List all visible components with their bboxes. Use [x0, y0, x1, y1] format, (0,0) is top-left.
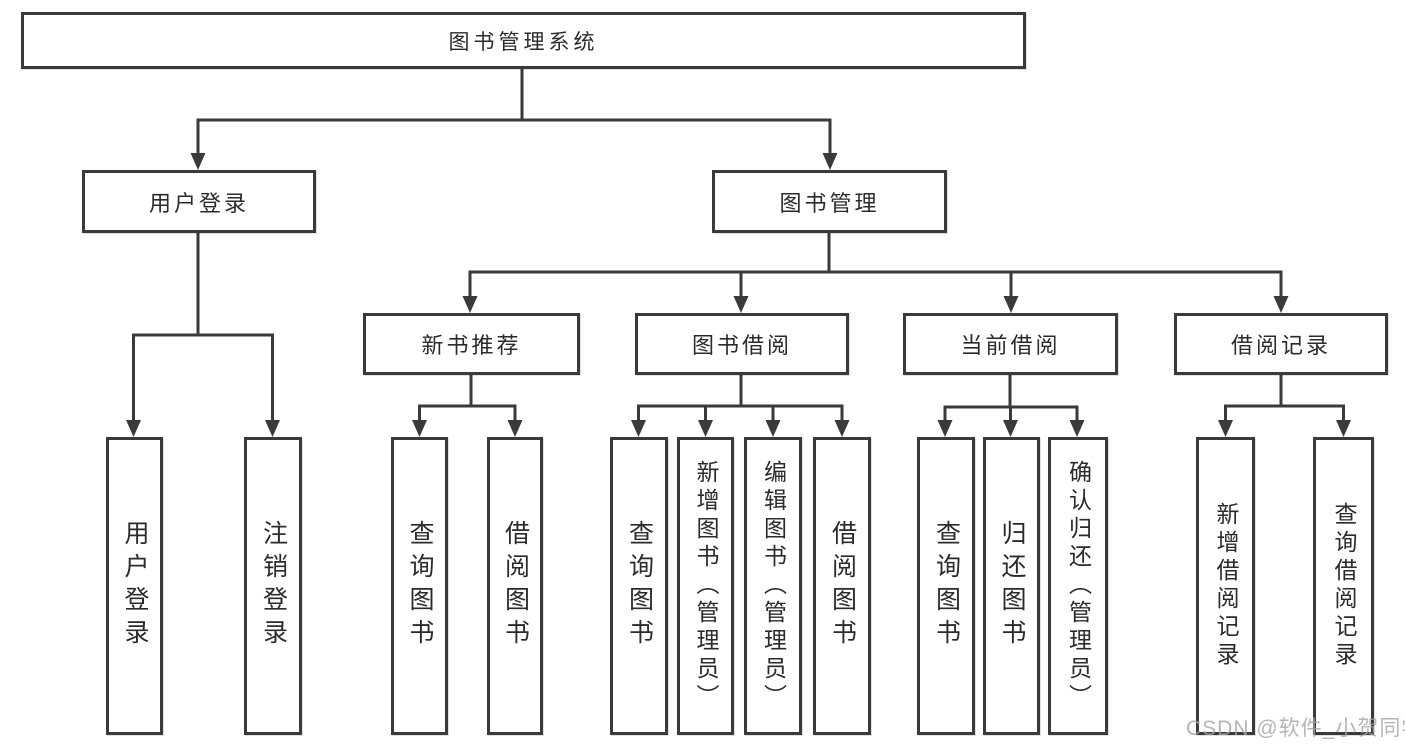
arrowhead — [937, 420, 953, 437]
arrowhead — [822, 153, 838, 170]
connector-root — [196, 69, 832, 156]
node-leaf-cb-return-books: 归还图书 — [983, 437, 1040, 735]
arrowhead — [1336, 420, 1351, 437]
node-system-root: 图书管理系统 — [21, 12, 1026, 69]
connector-current-borrow — [943, 375, 1079, 423]
node-leaf-bb-query-books: 查询图书 — [610, 437, 668, 735]
arrowhead — [507, 420, 523, 437]
node-leaf-nb-borrow-books: 借阅图书 — [487, 437, 543, 735]
arrowhead — [1218, 420, 1233, 437]
node-user-login: 用户登录 — [82, 170, 316, 233]
arrowhead — [190, 153, 206, 170]
arrowhead — [631, 420, 646, 437]
connector-user-login — [132, 232, 274, 423]
arrowheads — [126, 153, 1351, 437]
node-leaf-br-query-record: 查询借阅记录 — [1313, 437, 1374, 735]
node-new-book-recommend: 新书推荐 — [363, 313, 580, 375]
node-current-borrowing: 当前借阅 — [903, 313, 1118, 375]
connector-book-management — [468, 232, 1283, 299]
node-leaf-br-add-record: 新增借阅记录 — [1196, 437, 1255, 735]
node-leaf-cb-query-books: 查询图书 — [917, 437, 975, 735]
watermark-text: CSDN @软件_小贺同学 — [1186, 717, 1405, 740]
arrowhead — [1003, 420, 1018, 437]
node-book-management: 图书管理 — [712, 170, 947, 233]
arrowhead — [834, 420, 850, 437]
node-leaf-bb-edit-books-admin: 编辑图书（管理员） — [744, 437, 802, 735]
node-leaf-bb-add-books-admin: 新增图书（管理员） — [677, 437, 734, 735]
connector-new-book — [418, 375, 517, 423]
node-leaf-cb-confirm-return-admin: 确认归还（管理员） — [1048, 437, 1108, 735]
arrowhead — [733, 296, 749, 313]
arrowhead — [1003, 296, 1019, 313]
node-leaf-nb-query-books: 查询图书 — [391, 437, 448, 735]
arrowhead — [1069, 420, 1085, 437]
node-book-borrowing: 图书借阅 — [635, 313, 849, 375]
arrowhead — [126, 420, 141, 437]
arrowhead — [412, 420, 427, 437]
arrowhead — [1273, 296, 1289, 313]
node-borrowing-records: 借阅记录 — [1174, 313, 1388, 375]
arrowhead — [462, 296, 478, 313]
node-leaf-logout: 注销登录 — [244, 437, 302, 735]
node-leaf-user-login: 用户登录 — [106, 437, 163, 735]
arrowhead — [698, 420, 713, 437]
node-leaf-bb-borrow-books: 借阅图书 — [813, 437, 871, 735]
arrowhead — [765, 420, 781, 437]
arrowhead — [265, 420, 280, 437]
connector-borrow-records — [1224, 375, 1345, 423]
connector-book-borrow — [637, 375, 844, 423]
